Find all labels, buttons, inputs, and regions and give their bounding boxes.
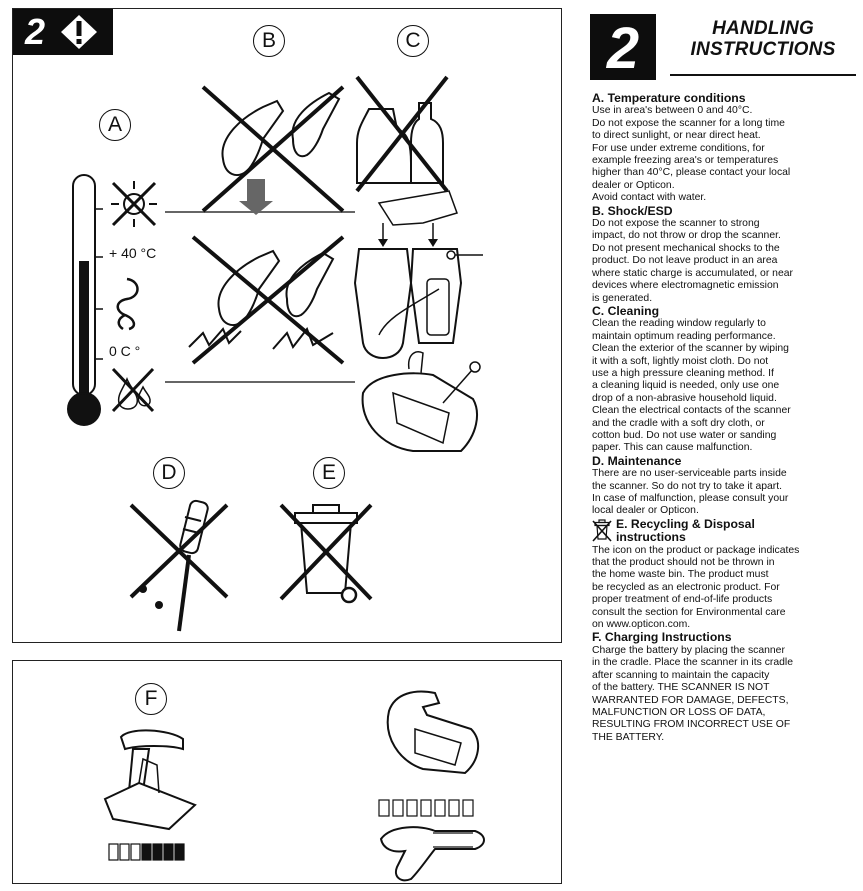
text-line: RESULTING FROM INCORRECT USE OF bbox=[592, 719, 791, 731]
text-line: Avoid contact with water. bbox=[592, 192, 707, 204]
text-line: the scanner. So do not try to take it ap… bbox=[592, 480, 783, 492]
text-line: In case of malfunction, please consult y… bbox=[592, 493, 789, 504]
label-c: C bbox=[397, 25, 429, 57]
text-line: and the cradle with a soft dry cloth, or bbox=[592, 417, 765, 429]
text-line: paper. This can cause malfunction. bbox=[592, 442, 753, 454]
text-line: a cleaning liquid is needed, only use on… bbox=[592, 380, 780, 392]
section-heading: D. Maintenance bbox=[592, 453, 682, 468]
recycling-bin-icon bbox=[279, 503, 373, 604]
page-title: HANDLING INSTRUCTIONS bbox=[670, 18, 856, 60]
section-recycling: E. Recycling & Disposal instructions The… bbox=[592, 516, 856, 632]
label-e: E bbox=[313, 457, 345, 489]
instructions-text: A. Temperature conditions Use in area's … bbox=[592, 91, 856, 744]
text-line: Do not expose the scanner for a long tim… bbox=[592, 117, 785, 129]
separator-b-bottom bbox=[165, 381, 355, 383]
text-line: the home waste bin. The product must bbox=[592, 569, 769, 581]
section-heading: B. Shock/ESD bbox=[592, 203, 673, 218]
warning-icon bbox=[61, 15, 97, 49]
text-line: Clean the reading window regularly to bbox=[592, 318, 766, 330]
text-line: drop of a non-abrasive household liquid. bbox=[592, 392, 777, 404]
thermometer-illustration bbox=[67, 174, 103, 426]
text-line: Use in area's between 0 and 40°C. bbox=[592, 105, 753, 117]
section-maintenance: D. Maintenance There are no user-service… bbox=[592, 453, 856, 518]
handheld-scanner-illustration bbox=[379, 826, 485, 882]
text-line: proper treatment of end-of-life products bbox=[592, 594, 773, 606]
scanner-drop-illustration bbox=[201, 85, 345, 215]
text-line: Do not expose the scanner to strong bbox=[592, 218, 760, 230]
text-line: be recycled as an electronic product. Fo… bbox=[592, 581, 780, 593]
text-line: The icon on the product or package indic… bbox=[592, 544, 800, 556]
text-line: higher than 40°C, please contact your lo… bbox=[592, 167, 791, 179]
section-number: 2 bbox=[590, 14, 656, 81]
text-line: that the product should not be thrown in bbox=[592, 557, 775, 569]
text-line: consult the section for Environmental ca… bbox=[592, 606, 786, 618]
text-line: example freezing area's or temperatures bbox=[592, 155, 779, 167]
scanner-in-cradle-illustration bbox=[103, 729, 197, 831]
illustration-panel: 2 A B C D E + 40 °C 0 C ° bbox=[12, 8, 562, 643]
temp-label-upper: + 40 °C bbox=[109, 245, 157, 261]
text-line: on www.opticon.com. bbox=[592, 619, 691, 631]
section-heading: A. Temperature conditions bbox=[592, 91, 746, 105]
text-line: Clean the exterior of the scanner by wip… bbox=[592, 343, 789, 355]
section-badge: 2 bbox=[13, 9, 113, 55]
section-heading-line1: E. Recycling & Disposal bbox=[616, 516, 755, 531]
label-f: F bbox=[135, 683, 167, 715]
battery-full-icon bbox=[378, 799, 474, 817]
text-line: in the cradle. Place the scanner in its … bbox=[592, 657, 793, 669]
text-line: Clean the electrical contacts of the sca… bbox=[592, 405, 791, 417]
title-divider bbox=[670, 74, 856, 76]
screwdriver-illustration bbox=[129, 499, 229, 632]
text-line: product. Do not leave product in an area bbox=[592, 255, 778, 267]
section-cleaning: C. Cleaning Clean the reading window reg… bbox=[592, 303, 856, 455]
section-badge-number: 2 bbox=[25, 11, 46, 52]
text-line: WARRANTED FOR DAMAGE, DEFECTS, bbox=[592, 694, 789, 706]
section-temperature: A. Temperature conditions Use in area's … bbox=[592, 91, 856, 205]
heat-squiggle-icon bbox=[116, 277, 139, 331]
cleaning-illustration bbox=[353, 75, 483, 452]
text-line: impact, do not throw or drop the scanner… bbox=[592, 230, 781, 242]
water-drop-icon bbox=[111, 367, 155, 413]
section-charging: F. Charging Instructions Charge the batt… bbox=[592, 631, 856, 744]
text-line: is generated. bbox=[592, 292, 653, 304]
charging-panel: F bbox=[12, 660, 562, 884]
label-b: B bbox=[253, 25, 285, 57]
text-line: maintain optimum reading performance. bbox=[592, 330, 776, 342]
sun-icon bbox=[111, 181, 157, 227]
text-line: devices where electromagnetic emission bbox=[592, 280, 779, 292]
separator-b-top bbox=[165, 211, 355, 213]
handling-instructions-column: 2 HANDLING INSTRUCTIONS A. Temperature c… bbox=[590, 8, 858, 888]
page-title-line1: HANDLING bbox=[712, 18, 814, 39]
text-line: to direct sunlight, or near direct heat. bbox=[592, 130, 761, 142]
section-heading: F. Charging Instructions bbox=[592, 630, 732, 645]
weee-bin-icon bbox=[592, 519, 612, 542]
text-line: cotton bud. Do not use water or sanding bbox=[592, 429, 777, 441]
text-line: THE BATTERY. bbox=[592, 731, 665, 743]
text-line: local dealer or Opticon. bbox=[592, 505, 699, 517]
esd-illustration bbox=[188, 235, 345, 365]
text-line: There are no user-serviceable parts insi… bbox=[592, 468, 787, 480]
empty-cradle-illustration bbox=[386, 690, 480, 775]
label-a: A bbox=[99, 109, 131, 141]
section-heading: C. Cleaning bbox=[592, 303, 660, 318]
text-line: after scanning to maintain the capacity bbox=[592, 669, 770, 681]
text-line: it with a soft, lightly moist cloth. Do … bbox=[592, 355, 769, 367]
page-title-line2: INSTRUCTIONS bbox=[690, 39, 836, 60]
text-line: of the battery. THE SCANNER IS NOT bbox=[592, 682, 770, 694]
temp-label-lower: 0 C ° bbox=[109, 343, 141, 359]
section-heading-line2: instructions bbox=[616, 530, 686, 545]
section-shock-esd: B. Shock/ESD Do not expose the scanner t… bbox=[592, 203, 856, 305]
text-line: Charge the battery by placing the scanne… bbox=[592, 644, 785, 656]
text-line: MALFUNCTION OR LOSS OF DATA, bbox=[592, 706, 766, 718]
battery-charging-icon bbox=[108, 843, 185, 861]
text-line: where static charge is accumulated, or n… bbox=[592, 267, 793, 279]
text-line: dealer or Opticon. bbox=[592, 179, 675, 191]
text-line: Do not present mechanical shocks to the bbox=[592, 242, 780, 254]
text-line: For use under extreme conditions, for bbox=[592, 142, 765, 154]
label-d: D bbox=[153, 457, 185, 489]
text-line: use a high pressure cleaning method. If bbox=[592, 367, 774, 379]
